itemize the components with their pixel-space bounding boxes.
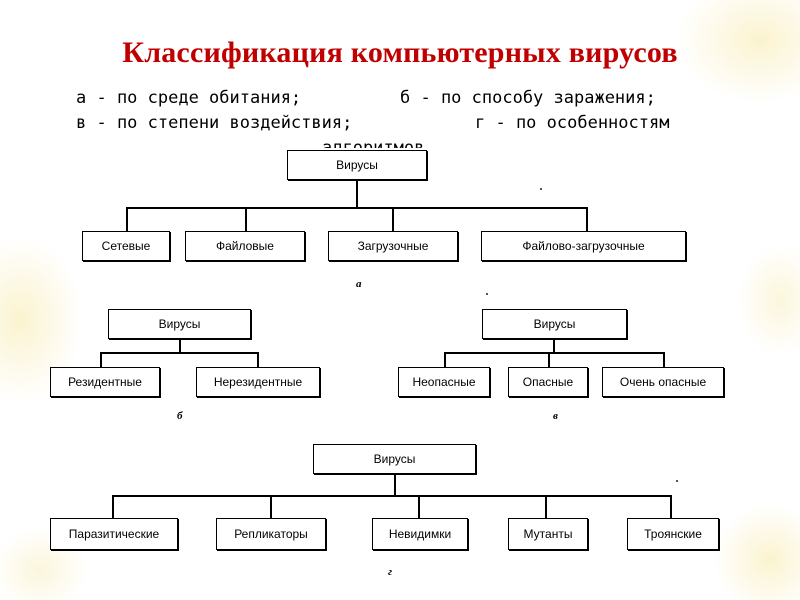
- connector: [586, 207, 588, 232]
- connector: [553, 339, 555, 353]
- diagram-g-node-2: Репликаторы: [216, 518, 326, 550]
- diagram-a-node-3: Загрузочные: [328, 231, 458, 261]
- diagram-v-node-2: Опасные: [508, 367, 588, 397]
- connector: [394, 474, 396, 496]
- connector: [112, 495, 114, 519]
- slide-title: Классификация компьютерных вирусов: [122, 36, 678, 69]
- scan-speck: [676, 480, 678, 482]
- diagram-a-node-4: Файлово-загрузочные: [481, 231, 686, 261]
- subtitle-g: г - по особенностям: [475, 113, 670, 133]
- diagram-a-root: Вирусы: [287, 150, 427, 180]
- subtitle-b: б - по способу заражения;: [400, 88, 656, 108]
- connector: [392, 207, 394, 232]
- connector: [356, 180, 358, 208]
- diagram-g-node-3: Невидимки: [372, 518, 468, 550]
- connector: [670, 495, 672, 519]
- diagram-a-node-1: Сетевые: [82, 231, 170, 261]
- diagram-g-root: Вирусы: [313, 444, 476, 474]
- subtitle-v: в - по степени воздействия;: [76, 113, 353, 133]
- diagram-g-caption: г: [388, 566, 393, 578]
- connector: [444, 352, 664, 354]
- diagram-v-node-3: Очень опасные: [602, 367, 724, 397]
- diagram-b-node-1: Резидентные: [50, 367, 160, 397]
- subtitle-a: а - по среде обитания;: [76, 88, 302, 108]
- connector: [548, 352, 550, 368]
- connector: [444, 352, 446, 368]
- diagram-b-root: Вирусы: [108, 309, 251, 339]
- diagram-v-node-1: Неопасные: [398, 367, 490, 397]
- diagram-a-node-2: Файловые: [185, 231, 305, 261]
- connector: [126, 207, 128, 232]
- connector: [100, 352, 102, 368]
- connector: [663, 352, 665, 368]
- connector: [100, 352, 258, 354]
- connector: [257, 352, 259, 368]
- diagram-b-caption: б: [177, 410, 183, 422]
- subtitle-g-continuation: алгоритмов: [322, 138, 425, 148]
- connector: [545, 495, 547, 519]
- diagram-g-node-5: Троянские: [627, 518, 719, 550]
- diagram-v-root: Вирусы: [482, 309, 627, 339]
- connector: [270, 495, 272, 519]
- connector: [418, 495, 420, 519]
- scan-speck: [486, 293, 488, 295]
- diagram-a-caption: а: [356, 278, 362, 290]
- connector: [245, 207, 247, 232]
- diagram-v-caption: в: [553, 410, 558, 422]
- diagram-g-node-1: Паразитические: [50, 518, 178, 550]
- connector: [112, 495, 671, 497]
- diagram-b-node-2: Нерезидентные: [196, 367, 320, 397]
- connector: [179, 339, 181, 353]
- connector: [126, 207, 587, 209]
- diagram-g-node-4: Мутанты: [508, 518, 588, 550]
- scan-speck: [540, 188, 542, 190]
